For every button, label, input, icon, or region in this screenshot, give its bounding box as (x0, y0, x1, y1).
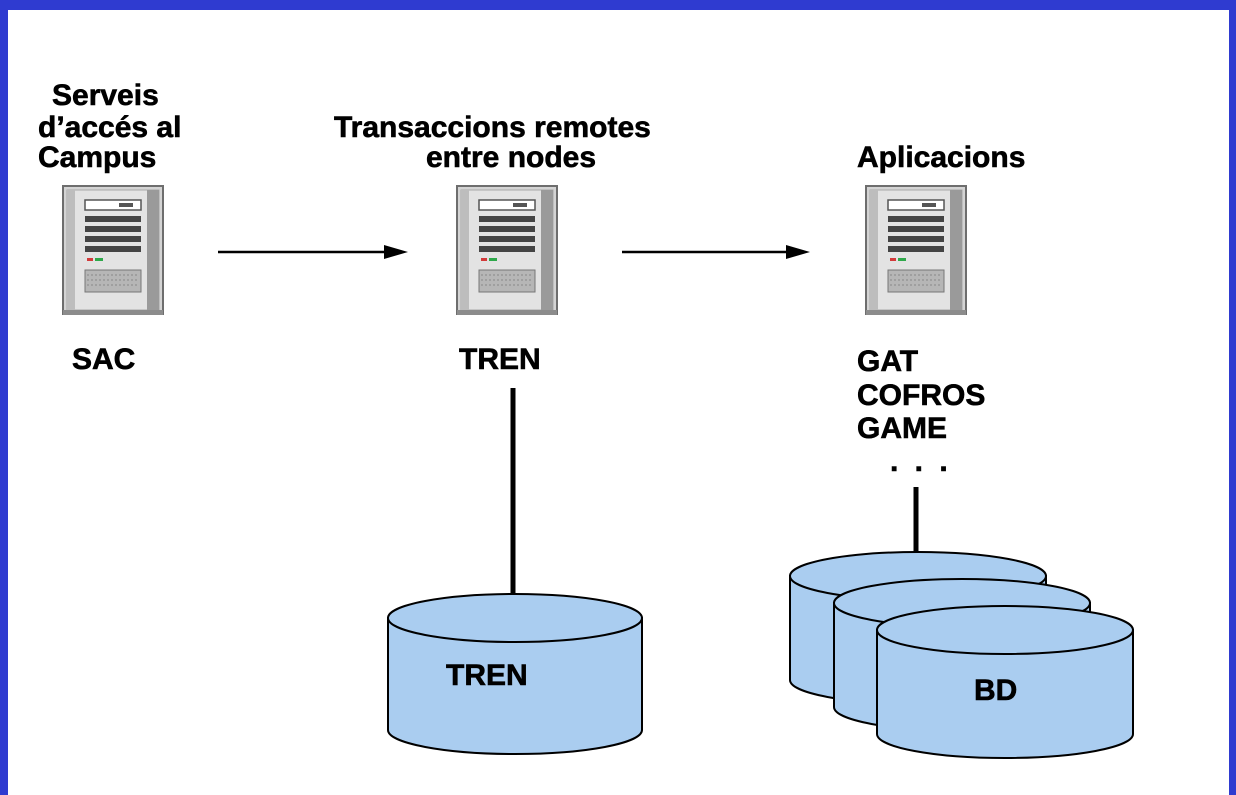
bd-database-stack-icon (789, 551, 1134, 759)
tren-label: TREN (459, 343, 541, 376)
arrow-head-2 (786, 245, 810, 259)
sac-heading-line-3: Campus (38, 141, 157, 174)
app-name-game: GAME (857, 412, 948, 445)
apps-server-icon (865, 185, 967, 316)
sac-server-icon (62, 185, 164, 316)
tren-heading-line-1: Transaccions remotes (334, 111, 651, 144)
sac-heading-line-2: d’accés al (38, 111, 182, 144)
app-name-cofros: COFROS (857, 379, 986, 412)
tren-database-icon (387, 593, 643, 755)
apps-heading: Aplicacions (857, 141, 1026, 174)
app-name-gat: GAT (857, 345, 919, 378)
tren-server-icon (456, 185, 558, 316)
sac-label: SAC (72, 343, 136, 376)
bd-db-label: BD (974, 674, 1018, 707)
app-name-ellipsis: . . . (890, 445, 952, 478)
frame-top-border (0, 0, 1236, 10)
tren-heading-line-2: entre nodes (426, 141, 597, 174)
arrow-head-1 (384, 245, 408, 259)
frame-right-border (1229, 8, 1236, 795)
sac-heading-line-1: Serveis (52, 79, 159, 112)
frame-left-border (0, 8, 8, 795)
tren-db-label: TREN (446, 659, 528, 692)
